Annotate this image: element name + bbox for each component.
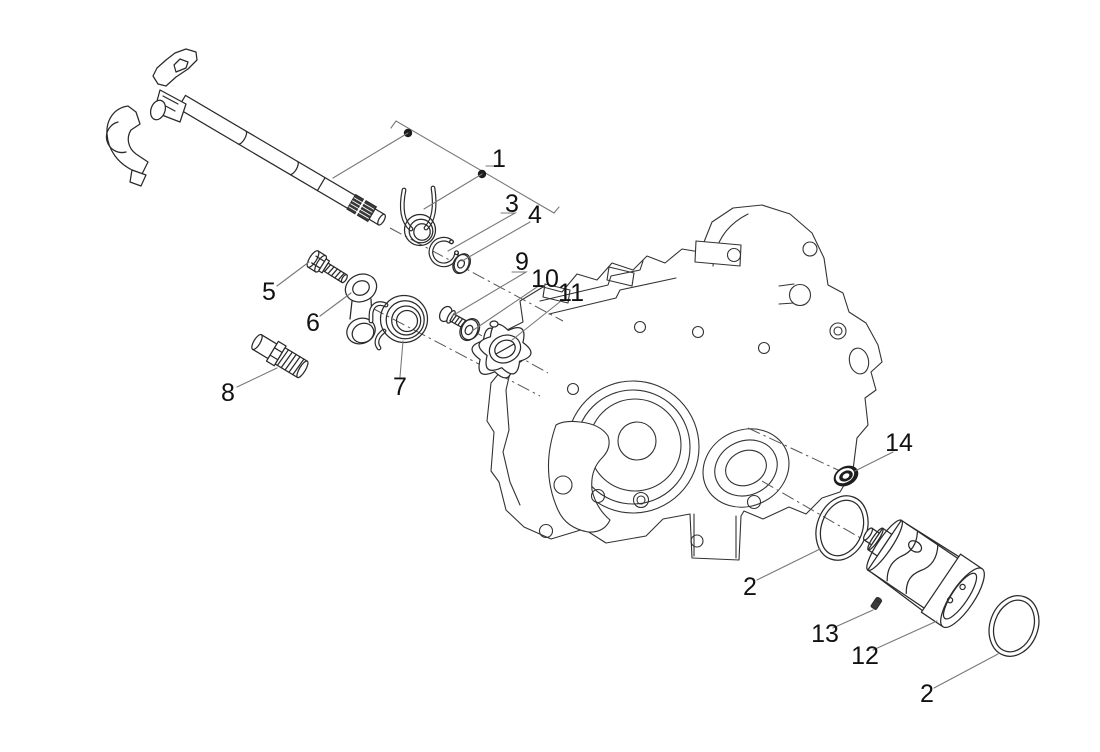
leader-2b (933, 653, 999, 689)
crankcase-half-drawing (486, 204, 883, 561)
leader-3 (447, 212, 518, 252)
part-10-washer (459, 318, 481, 342)
part-12-selector-drum (862, 519, 985, 629)
leader-6 (319, 292, 352, 317)
part-4-washer (452, 253, 472, 275)
leader-8 (236, 367, 278, 388)
leader-13 (832, 609, 874, 629)
part-14-seal-nut (833, 465, 859, 487)
part-2-o-ring-outer (988, 595, 1040, 657)
leader-12 (872, 620, 938, 651)
leader-lines (236, 120, 999, 689)
leader-5 (276, 261, 310, 287)
leader-4 (461, 221, 531, 262)
part-1-gearchange-shaft (105, 48, 437, 247)
part-6-index-lever (344, 273, 378, 345)
leader-2a (756, 548, 821, 581)
leader-9 (451, 271, 529, 317)
part-3-circlip (428, 236, 459, 268)
leader-14 (854, 451, 894, 472)
part-9-small-bolt (438, 305, 471, 331)
part-5-flanged-bolt (306, 250, 348, 284)
part-13-dowel-pin (870, 597, 883, 610)
part-11-shift-star-cam (471, 320, 532, 379)
leader-11 (511, 300, 562, 341)
part-8-threaded-plug (251, 333, 309, 379)
part-7-torsion-spring (368, 294, 429, 351)
leader-7 (399, 340, 404, 378)
leader-10 (471, 286, 538, 332)
